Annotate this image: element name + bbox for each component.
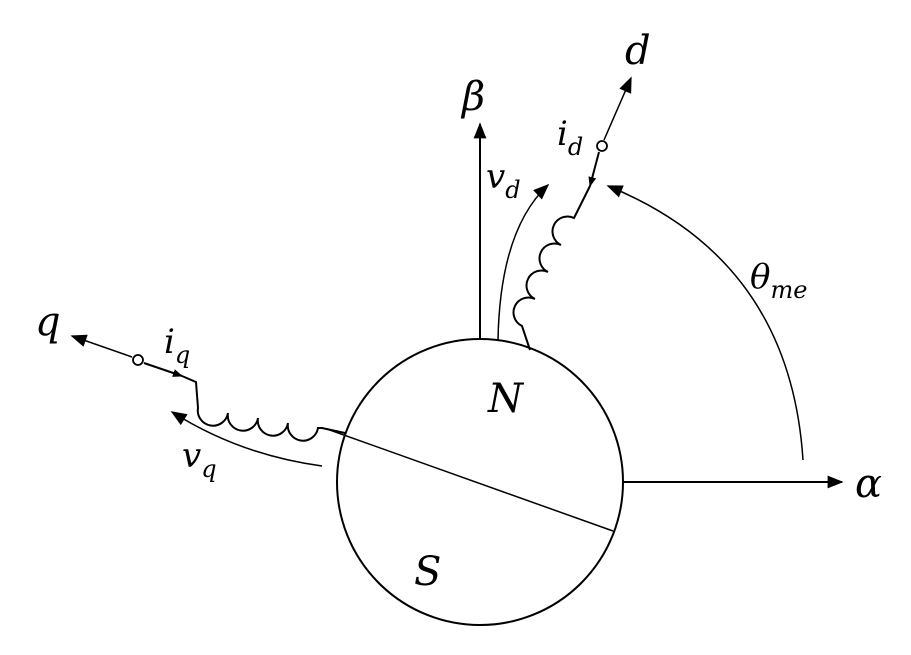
q-terminal xyxy=(132,354,144,366)
q-winding-coil xyxy=(181,375,346,442)
v-q-label: vq xyxy=(182,436,217,483)
v-d-arc-arrow xyxy=(497,183,550,341)
i-d-label: id xyxy=(557,114,583,161)
theta-me-label: θme xyxy=(750,257,807,304)
rotor-diameter-line xyxy=(326,428,614,532)
q-axis xyxy=(70,334,133,358)
v-d-label: vd xyxy=(486,157,521,204)
d-label: d xyxy=(625,28,651,74)
rotor-circle xyxy=(336,338,624,626)
d-winding-coil xyxy=(512,185,591,351)
q-label: q xyxy=(35,299,61,345)
d-terminal xyxy=(596,140,608,152)
i-q-arrow xyxy=(143,362,183,377)
theta-arc-arrow xyxy=(606,185,804,461)
i-d-arrow xyxy=(588,151,600,187)
beta-label: β xyxy=(460,74,485,120)
i-q-label: iq xyxy=(164,322,190,369)
d-axis xyxy=(603,76,632,141)
v-q-arc-arrow xyxy=(170,411,323,467)
south-pole-label: S xyxy=(414,549,441,595)
alpha-label: α xyxy=(855,461,882,507)
north-pole-label: N xyxy=(487,376,525,422)
